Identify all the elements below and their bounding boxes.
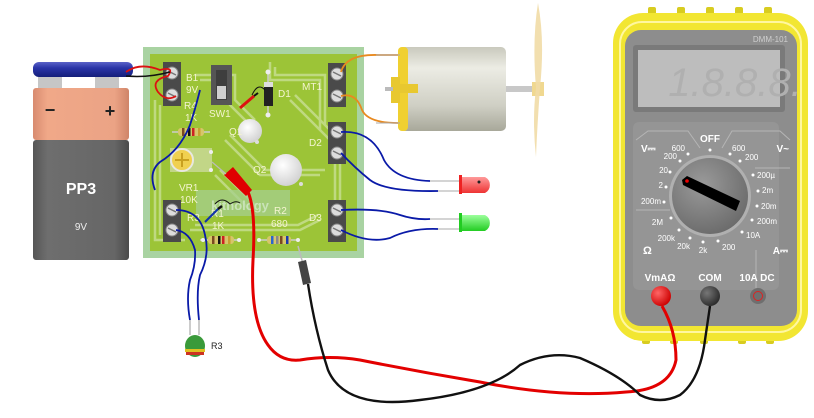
jack-com[interactable] [700,286,720,306]
terminal-block-d3 [328,200,346,242]
range-dcv-200m[interactable]: 200m [641,197,661,206]
range-dots [662,148,760,244]
range-dcv-2[interactable]: 2 [659,181,664,190]
thermistor-r3[interactable] [185,320,205,357]
transistor-q2[interactable] [270,154,303,186]
battery-wires[interactable] [125,65,177,100]
range-ohm-2m[interactable]: 2M [652,218,663,227]
switch-sw1[interactable] [211,65,232,105]
propeller [534,3,543,157]
dc-motor[interactable] [385,47,544,131]
led-red[interactable] [430,175,490,194]
resistor-r2[interactable] [257,236,300,244]
battery-label: PP3 [66,181,96,198]
label-r3: R3 [187,213,200,224]
range-dca-20m[interactable]: 20m [761,202,777,211]
label-b1-value: 9V [186,85,199,96]
thermistor-label: R3 [211,341,223,351]
range-dca-200m[interactable]: 200m [757,217,777,226]
led-wires[interactable] [340,131,439,241]
label-sw1: SW1 [209,109,231,120]
range-ohm-200[interactable]: 200 [722,243,736,252]
jack-vmaohm[interactable] [651,286,671,306]
label-r2: R2 [274,206,287,217]
thermistor-wires[interactable] [175,209,208,321]
label-r1: R1 [211,209,224,220]
terminal-block-mt1 [328,63,346,107]
section-dcv-label: V⎓ [641,144,656,155]
label-vr1-value: 10K [180,195,198,206]
multimeter-model: DMM-101 [753,35,789,44]
mini-probe-r1[interactable] [204,199,241,223]
jack-com-label: COM [698,273,721,284]
lcd-readout: 1.8.8.8. [668,61,801,105]
transistor-q1[interactable] [238,119,262,144]
terminal-block-r3 [163,200,181,242]
label-d3: D3 [309,213,322,224]
lcd-display [638,50,780,107]
black-probe-tip[interactable] [297,245,311,285]
red-probe-lead[interactable] [246,191,678,396]
label-d1: D1 [278,89,291,100]
range-acv-200[interactable]: 200 [745,153,759,162]
range-dcv-20[interactable]: 20 [659,166,668,175]
pcb-board: kitnology [143,47,364,258]
label-q1: Q1 [229,127,243,138]
knob-pointer [682,176,740,211]
range-dcv-200[interactable]: 200 [664,152,678,161]
dial-off-label[interactable]: OFF [700,134,720,145]
pcb-logo-text: kitnology [211,198,270,213]
label-q2: Q2 [253,165,267,176]
mini-probe-d1[interactable] [239,86,266,110]
label-mt1: MT1 [302,82,322,93]
range-dca-200u[interactable]: 200µ [757,171,775,180]
label-b1: B1 [186,73,199,84]
range-ohm-2k[interactable]: 2k [699,246,708,255]
range-ohm-200k[interactable]: 200k [658,234,676,243]
internal-blue-wire[interactable] [151,89,201,191]
battery-snap-cap [33,62,133,77]
jack-vmaohm-label: VmAΩ [645,273,676,284]
battery-plus-terminal: + [105,101,116,121]
range-dca-2m[interactable]: 2m [762,186,773,195]
label-d2: D2 [309,138,322,149]
range-dcv-600[interactable]: 600 [672,144,686,153]
potentiometer-vr1[interactable] [170,148,213,172]
section-dca-label: A⎓ [773,246,788,257]
resistor-r4[interactable] [172,128,210,136]
label-r2-value: 680 [271,219,288,230]
section-acv-label: V~ [776,144,789,155]
battery-voltage: 9V [75,222,88,233]
motor-wires[interactable] [340,54,400,124]
label-r1-value: 1K [212,221,225,232]
range-acv-600[interactable]: 600 [732,144,746,153]
dial-section-dividers [635,130,791,290]
rotary-selector-knob[interactable] [669,155,751,237]
range-dca-10a[interactable]: 10A [746,231,761,240]
section-ohm-label: Ω [643,245,652,257]
diode-d1[interactable] [264,69,273,118]
battery-minus-terminal: − [45,100,56,120]
terminal-block-d2 [328,122,346,164]
black-probe-lead[interactable] [306,283,712,404]
label-r4: R4 [184,101,197,112]
label-vr1: VR1 [179,183,199,194]
led-green[interactable] [430,213,490,232]
jack-10a-label: 10A DC [739,273,774,284]
jack-10a[interactable] [750,288,766,304]
red-probe-tip[interactable] [211,161,252,196]
battery-pp3[interactable] [33,62,133,260]
range-ohm-20k[interactable]: 20k [677,242,691,251]
knob-indicator-dot [685,179,689,183]
